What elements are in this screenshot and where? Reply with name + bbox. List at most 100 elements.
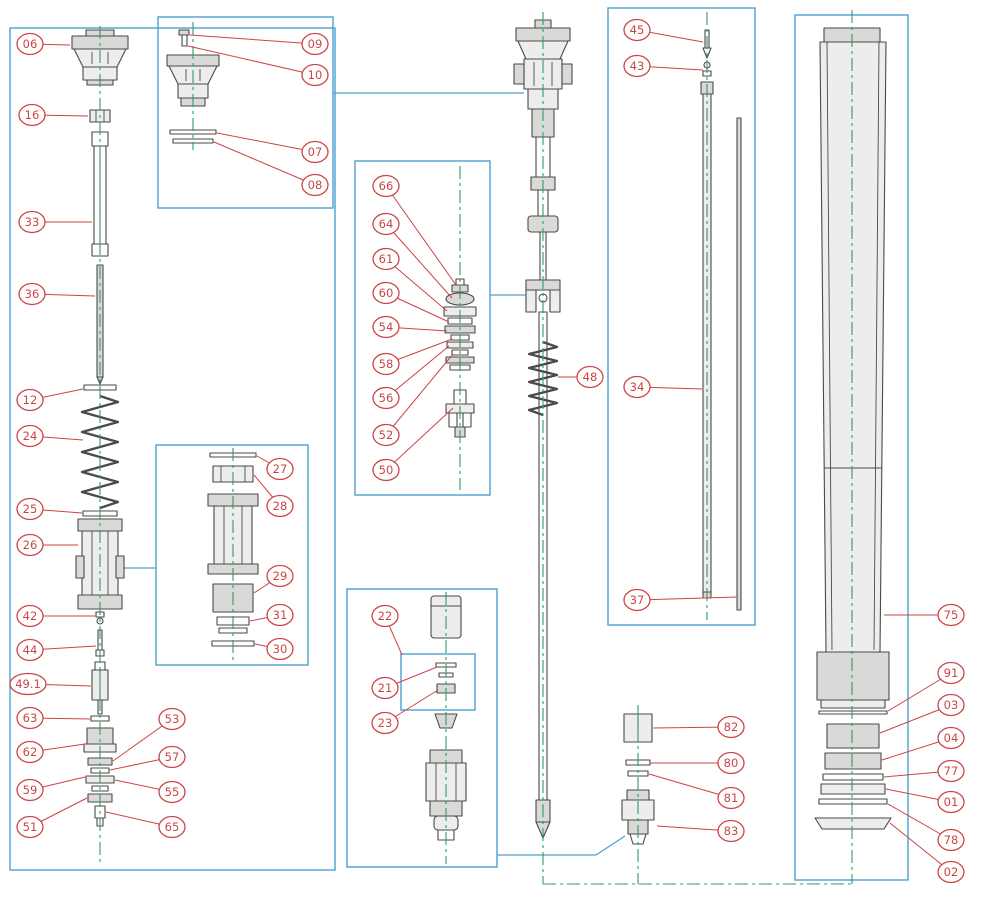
callout-label: 16: [25, 108, 40, 122]
callout-label: 77: [944, 764, 959, 778]
callout-label: 56: [379, 391, 394, 405]
callout-label: 57: [165, 750, 180, 764]
callout-bubble: [623, 375, 651, 399]
callout-80: 80: [651, 751, 745, 775]
callout-leader-line: [889, 822, 952, 873]
callout-36: 36: [18, 282, 96, 306]
callout-bubble: [16, 604, 44, 628]
callout-label: 53: [165, 712, 180, 726]
callout-12: 12: [16, 388, 84, 412]
callout-bubble: [937, 860, 965, 884]
callout-58: 58: [372, 338, 453, 376]
callout-59: 59: [16, 776, 86, 802]
callout-82: 82: [652, 715, 745, 739]
callout-bubble: [16, 424, 44, 448]
callout-label: 29: [273, 569, 288, 583]
callout-label: 82: [724, 720, 739, 734]
group-boxes: [9, 7, 909, 881]
callout-29: 29: [253, 564, 294, 594]
callout-bubble: [372, 386, 400, 410]
callout-bubble: [623, 18, 651, 42]
group-box-piston-detail: [155, 444, 309, 666]
callout-bubble: [18, 210, 46, 234]
callout-label: 91: [944, 666, 959, 680]
callout-bubble: [372, 247, 400, 271]
callout-leader-line: [636, 596, 738, 601]
callout-label: 54: [379, 320, 394, 334]
callout-label: 61: [379, 252, 394, 266]
callout-label: 62: [23, 745, 38, 759]
callout-bubble: [158, 707, 186, 731]
callout-label: 50: [379, 463, 394, 477]
callout-leader-line: [189, 34, 316, 45]
callout-24: 24: [16, 424, 84, 448]
callout-bubble: [16, 32, 44, 56]
callout-22: 22: [371, 604, 403, 656]
callout-label: 31: [273, 608, 288, 622]
callout-bubble: [371, 604, 399, 628]
callout-label: 49.1: [15, 677, 41, 691]
callout-bubble: [16, 388, 44, 412]
part-dust-seal-02: [814, 817, 892, 830]
callout-bubble: [937, 693, 965, 717]
callout-bubble: [371, 711, 399, 735]
callout-label: 03: [944, 698, 959, 712]
callout-bubble: [266, 603, 294, 627]
callout-bubble: [372, 174, 400, 198]
callout-bubble: [717, 819, 745, 843]
callout-bubble: [266, 457, 294, 481]
part-washer-91: [818, 710, 888, 715]
callout-bubble: [937, 828, 965, 852]
callout-label: 21: [378, 681, 393, 695]
group-box-shim-stack: [354, 160, 491, 496]
callout-label: 45: [630, 23, 645, 37]
callout-bubble: [372, 281, 400, 305]
callout-06: 06: [16, 32, 71, 56]
callout-leader-line: [187, 45, 316, 76]
callout-bubble: [937, 603, 965, 627]
callout-label: 10: [308, 68, 323, 82]
callout-bubble: [16, 638, 44, 662]
callout-label: 59: [23, 783, 38, 797]
blue-connectors: [122, 92, 626, 856]
callout-27: 27: [256, 455, 294, 481]
callout-label: 24: [23, 429, 38, 443]
callout-label: 81: [724, 791, 739, 805]
part-rod-37: [736, 117, 742, 611]
part-outer-tube-75: [816, 27, 890, 709]
callout-01: 01: [885, 788, 965, 814]
part-seal-stack-51-65: [85, 757, 115, 827]
callout-bubble: [301, 63, 329, 87]
callout-07: 07: [216, 132, 329, 164]
callout-55: 55: [114, 779, 186, 804]
callout-44: 44: [16, 638, 97, 662]
callout-61: 61: [372, 247, 448, 312]
callout-21: 21: [371, 666, 438, 700]
callout-label: 83: [724, 824, 739, 838]
callout-label: 02: [944, 865, 959, 879]
callout-leader-line: [216, 132, 316, 153]
callout-37: 37: [623, 588, 738, 612]
callout-34: 34: [623, 375, 703, 399]
callout-bubble: [301, 32, 329, 56]
callout-75: 75: [884, 603, 965, 627]
centerlines: [99, 10, 853, 885]
callout-bubble: [937, 759, 965, 783]
callout-bubble: [301, 173, 329, 197]
callout-label: 58: [379, 357, 394, 371]
callout-26: 26: [16, 533, 78, 557]
callout-label: 44: [23, 643, 38, 657]
callout-91: 91: [887, 661, 965, 712]
callout-label: 37: [630, 593, 645, 607]
callout-label: 51: [23, 820, 38, 834]
callout-49.1: 49.1: [9, 672, 92, 696]
callout-04: 04: [881, 726, 965, 761]
callout-label: 22: [378, 609, 393, 623]
callout-bubble: [717, 751, 745, 775]
callout-bubble: [301, 140, 329, 164]
callout-label: 01: [944, 795, 959, 809]
callout-63: 63: [16, 706, 91, 730]
callout-bubble: [158, 815, 186, 839]
callout-bubble: [623, 588, 651, 612]
callout-label: 33: [25, 215, 40, 229]
